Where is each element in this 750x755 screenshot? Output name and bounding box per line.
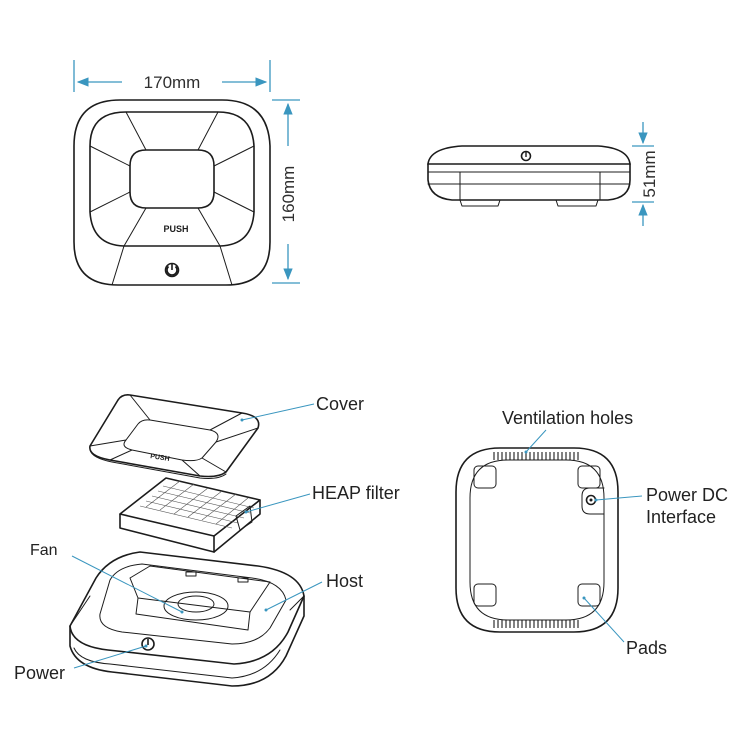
- side-view-top-rim: [427, 145, 631, 165]
- bottom-view: Ventilation holes Power DC Interface Pad…: [455, 408, 728, 658]
- dc-port: [581, 487, 605, 515]
- callout-pads: Pads: [626, 638, 667, 658]
- callout-dc-line2: Interface: [646, 507, 716, 527]
- width-label: 170mm: [144, 73, 201, 92]
- top-view: 170mm 160mm PUSH: [73, 60, 300, 286]
- top-view-window: [129, 149, 215, 209]
- callout-cover: Cover: [316, 394, 364, 414]
- callout-dc-line1: Power DC: [646, 485, 728, 505]
- ventilation-holes: [493, 452, 579, 628]
- callout-filter: HEAP filter: [312, 483, 400, 503]
- callout-power: Power: [14, 663, 65, 683]
- exploded-host: [69, 551, 305, 687]
- callout-host: Host: [326, 571, 363, 591]
- power-icon: [141, 637, 155, 651]
- exploded-filter: [119, 477, 261, 553]
- power-icon: [520, 150, 532, 162]
- callout-fan: Fan: [30, 542, 58, 559]
- pads: [473, 465, 601, 607]
- push-label: PUSH: [163, 224, 188, 234]
- exploded-view: PUSH Cover HE: [14, 394, 400, 687]
- exploded-cover: PUSH: [89, 394, 260, 479]
- top-view-body: [73, 99, 271, 286]
- side-view-body: [427, 163, 631, 201]
- height-label: 51mm: [640, 150, 659, 197]
- bottom-view-body: [455, 447, 619, 633]
- depth-label: 160mm: [279, 166, 298, 223]
- cover-push-label: PUSH: [150, 453, 170, 463]
- callout-ventilation: Ventilation holes: [502, 408, 633, 428]
- side-view: 51mm: [427, 122, 659, 226]
- power-icon: [164, 262, 180, 278]
